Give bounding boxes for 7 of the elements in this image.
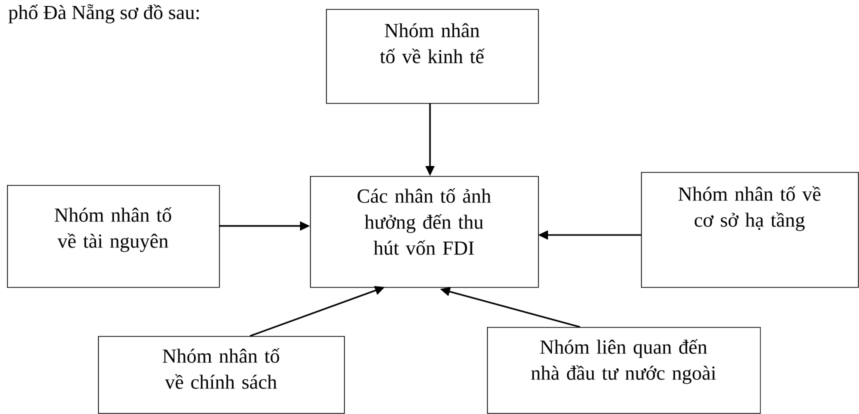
factor-box: Nhóm nhân tố về chính sách xyxy=(98,336,345,414)
factor-box: Nhóm nhân tố về kinh tế xyxy=(326,9,539,104)
factor-box: Nhóm liên quan đến nhà đầu tư nước ngoài xyxy=(487,326,761,414)
factor-box: Các nhân tố ảnh hưởng đến thu hút vốn FDI xyxy=(310,176,539,288)
intro-text: phố Đà Nẵng sơ đồ sau: xyxy=(8,4,199,24)
factor-box: Nhóm nhân tố về cơ sở hạ tầng xyxy=(641,172,859,288)
factor-box: Nhóm nhân tố về tài nguyên xyxy=(7,184,220,288)
